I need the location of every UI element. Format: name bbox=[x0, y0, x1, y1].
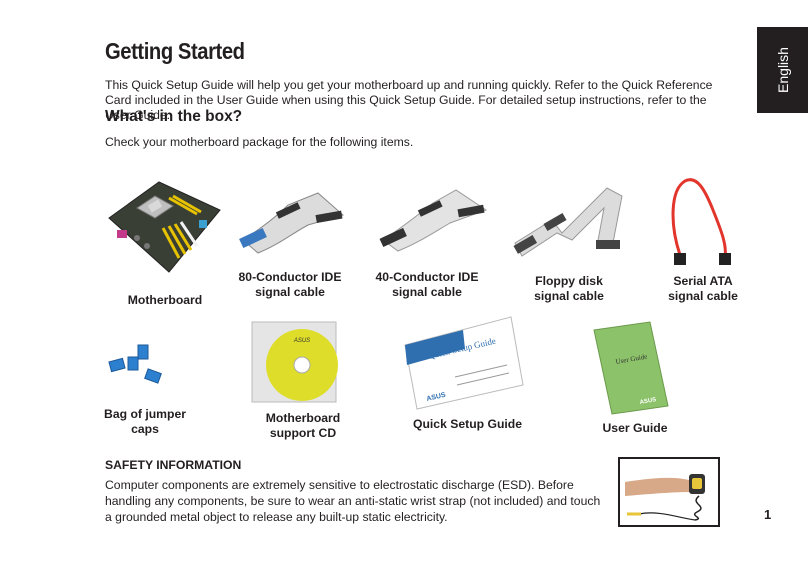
caption-ide80: 80-Conductor IDE signal cable bbox=[230, 270, 350, 300]
language-tab-label: English bbox=[774, 47, 791, 93]
box-heading: What's in the box? bbox=[105, 108, 243, 125]
ide40-cable-image bbox=[379, 189, 488, 252]
motherboard-image bbox=[108, 181, 221, 273]
language-tab: English bbox=[757, 27, 808, 113]
caption-line1: Motherboard bbox=[127, 293, 203, 307]
caption-cd: Motherboard support CD bbox=[248, 411, 358, 441]
page-number: 1 bbox=[764, 507, 772, 522]
caption-line1: Motherboard bbox=[265, 411, 341, 425]
caption-line1: Serial ATA bbox=[673, 274, 733, 288]
caption-ide40: 40-Conductor IDE signal cable bbox=[367, 270, 487, 300]
caption-line2: caps bbox=[131, 422, 159, 436]
caption-sata: Serial ATA signal cable bbox=[660, 274, 746, 304]
box-intro: Check your motherboard package for the f… bbox=[105, 135, 414, 149]
user-guide-image: User Guide ASUS bbox=[593, 321, 669, 415]
safety-paragraph: Computer components are extremely sensit… bbox=[105, 478, 601, 524]
caption-line2: signal cable bbox=[668, 289, 738, 303]
caption-quick-setup: Quick Setup Guide bbox=[410, 417, 525, 432]
safety-heading: SAFETY INFORMATION bbox=[105, 458, 242, 472]
cd-logo: ASUS bbox=[293, 338, 310, 344]
ug-cover-logo: ASUS bbox=[639, 397, 656, 406]
caption-motherboard: Motherboard bbox=[115, 293, 215, 308]
quick-setup-guide-image: Quick Setup Guide ASUS bbox=[404, 316, 524, 410]
caption-floppy: Floppy disk signal cable bbox=[514, 274, 624, 304]
caption-line2: signal cable bbox=[534, 289, 604, 303]
floppy-cable-image bbox=[513, 187, 623, 257]
caption-line1: Quick Setup Guide bbox=[412, 417, 523, 431]
qsg-cover-logo: ASUS bbox=[426, 392, 447, 403]
caption-user-guide: User Guide bbox=[590, 421, 680, 436]
support-cd-image: ASUS bbox=[251, 321, 338, 403]
caption-line1: User Guide bbox=[602, 421, 668, 435]
sata-cable-image bbox=[671, 178, 731, 265]
caption-line2: signal cable bbox=[392, 285, 462, 299]
intro-paragraph: This Quick Setup Guide will help you get… bbox=[105, 78, 713, 122]
jumper-caps-image bbox=[108, 344, 162, 384]
caption-line1: 40-Conductor IDE bbox=[375, 270, 479, 284]
wrist-strap-image bbox=[618, 457, 720, 527]
caption-jumper: Bag of jumper caps bbox=[100, 407, 190, 437]
ide80-cable-image bbox=[239, 192, 345, 254]
page-title: Getting Started bbox=[105, 38, 245, 64]
caption-line2: signal cable bbox=[255, 285, 325, 299]
caption-line1: Bag of jumper bbox=[104, 407, 186, 421]
caption-line1: Floppy disk bbox=[535, 274, 603, 288]
caption-line1: 80-Conductor IDE bbox=[238, 270, 342, 284]
caption-line2: support CD bbox=[269, 426, 337, 440]
